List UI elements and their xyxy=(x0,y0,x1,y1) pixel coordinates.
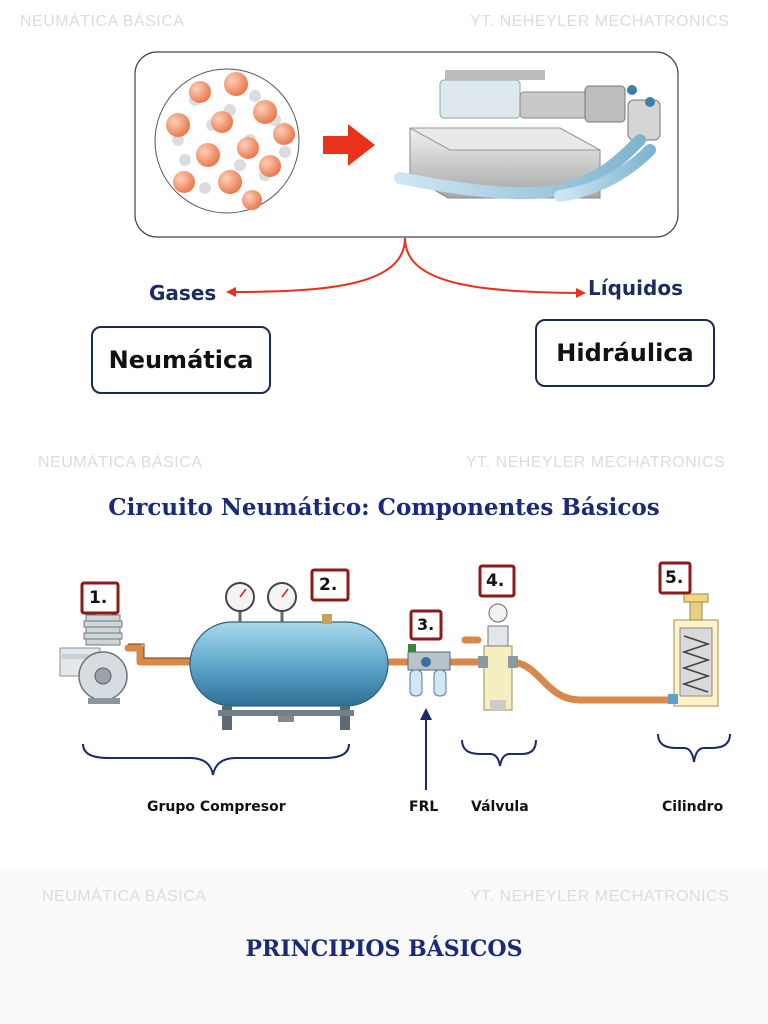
label-cylinder: Cilindro xyxy=(662,799,724,815)
badge-3: 3. xyxy=(417,615,435,634)
frl-unit-icon xyxy=(407,644,451,697)
branch-arrows xyxy=(231,237,581,294)
right-arrow-icon xyxy=(323,124,375,166)
watermark-left: NEUMÁTICA BÁSICA xyxy=(20,13,185,30)
watermark-left: NEUMÁTICA BÁSICA xyxy=(42,888,207,905)
arrow-right-head xyxy=(576,288,586,298)
footer-title: PRINCIPIOS BÁSICOS xyxy=(245,936,523,962)
label-frl: FRL xyxy=(409,799,439,815)
watermark-right: YT. NEHEYLER MECHATRONICS xyxy=(470,13,730,30)
label-valve: Válvula xyxy=(471,799,529,815)
badge-4: 4. xyxy=(486,571,505,591)
watermark-right: YT. NEHEYLER MECHATRONICS xyxy=(470,888,730,905)
valve-icon xyxy=(478,603,518,711)
watermark-right: YT. NEHEYLER MECHATRONICS xyxy=(466,454,726,471)
gases-label: Gases xyxy=(149,281,217,305)
component-braces xyxy=(82,733,731,776)
watermark-left: NEUMÁTICA BÁSICA xyxy=(38,454,203,471)
compressor-icon xyxy=(59,609,128,704)
cylinder-icon xyxy=(668,593,719,707)
pressure-gauge-icon xyxy=(225,582,297,622)
label-compressor-group: Grupo Compresor xyxy=(147,799,286,815)
pneumatic-box: Neumática xyxy=(91,326,271,394)
badge-5: 5. xyxy=(665,568,684,588)
air-tank-icon xyxy=(189,614,389,730)
hydraulic-box: Hidráulica xyxy=(535,319,715,387)
arrow-left-head xyxy=(226,287,236,297)
badge-1: 1. xyxy=(89,588,108,608)
frl-pointer-arrow xyxy=(420,708,432,790)
badge-2: 2. xyxy=(319,575,338,595)
circuit-title: Circuito Neumático: Componentes Básicos xyxy=(108,494,660,521)
footer-band xyxy=(0,868,768,1024)
gas-molecules-icon xyxy=(154,68,300,214)
filling-machine-image xyxy=(394,70,661,202)
badge-frames xyxy=(80,561,692,641)
liquids-label: Líquidos xyxy=(588,276,683,300)
